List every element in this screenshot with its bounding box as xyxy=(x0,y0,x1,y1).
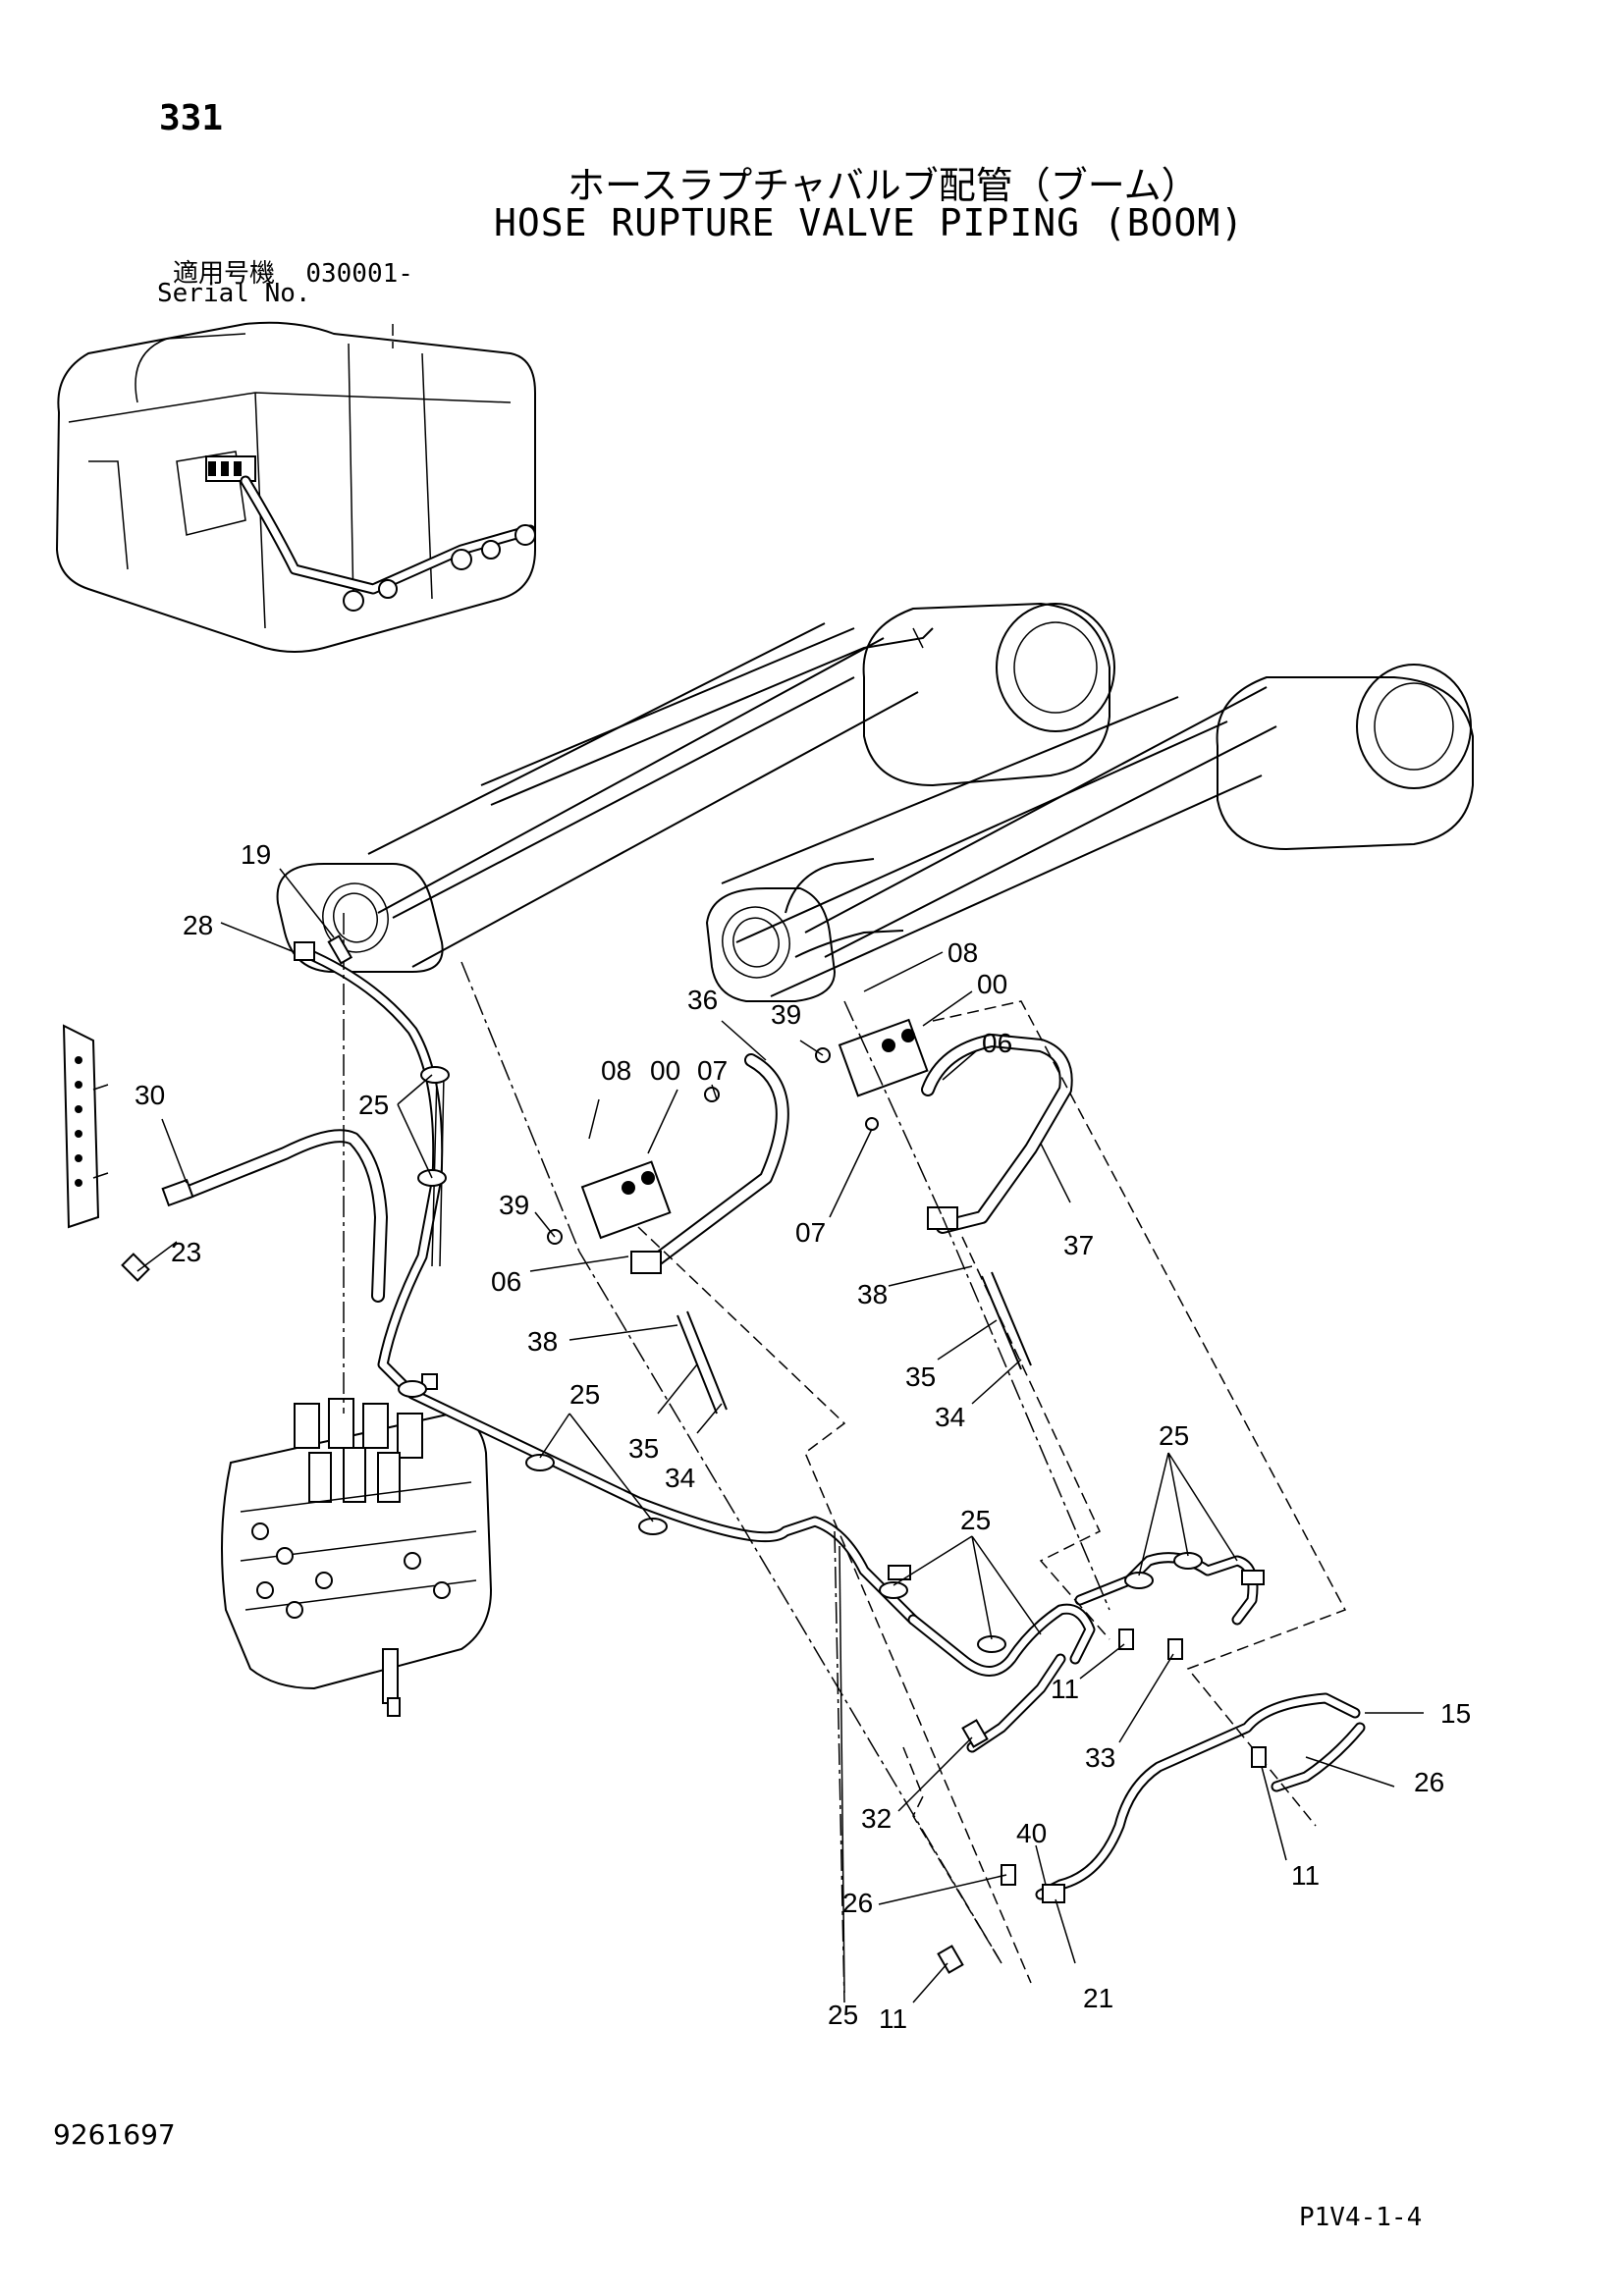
title-english: HOSE RUPTURE VALVE PIPING (BOOM) xyxy=(494,201,1245,244)
callout-15: 15 xyxy=(1440,1698,1471,1729)
reference-code: P1V4-1-4 xyxy=(1299,2203,1423,2232)
callout-35-left: 35 xyxy=(628,1433,659,1464)
title-japanese: ホースラプチャバルブ配管（ブーム） xyxy=(568,164,1199,207)
callout-06-right: 06 xyxy=(982,1028,1012,1058)
hose-lines xyxy=(161,946,1366,1900)
callout-08-left: 08 xyxy=(601,1055,631,1086)
callout-33: 33 xyxy=(1085,1742,1115,1773)
callout-25-center: 25 xyxy=(960,1505,991,1535)
callout-07-right: 07 xyxy=(795,1217,826,1248)
callout-38-left: 38 xyxy=(527,1326,558,1357)
serial-label-jp: 適用号機 030001- xyxy=(173,253,413,290)
callout-labels: 19 28 30 23 25 08 00 07 36 39 08 00 06 3… xyxy=(135,839,1471,2034)
callout-39-left: 39 xyxy=(499,1190,529,1220)
rods xyxy=(677,1271,1032,1415)
valve-block-right xyxy=(838,1018,958,1230)
callout-06-left: 06 xyxy=(491,1266,521,1297)
machine-overview-sketch xyxy=(55,321,536,653)
callout-21: 21 xyxy=(1083,1983,1113,2013)
control-valve-assembly xyxy=(221,1398,493,1717)
callout-07-left: 07 xyxy=(697,1055,728,1086)
callout-11-right: 11 xyxy=(1291,1860,1320,1891)
boom-cylinder-rear xyxy=(276,602,1115,973)
serial-value: 030001- xyxy=(305,259,413,289)
callout-11-center: 11 xyxy=(1051,1674,1079,1704)
center-lines xyxy=(343,913,1347,2003)
callout-19: 19 xyxy=(241,839,271,870)
document-number: 9261697 xyxy=(53,2118,176,2151)
page-number: 331 xyxy=(159,98,224,138)
callout-37: 37 xyxy=(1063,1230,1094,1260)
fittings xyxy=(121,934,1267,1974)
callout-26-left: 26 xyxy=(842,1888,873,1918)
callout-34-left: 34 xyxy=(665,1463,695,1493)
callout-30: 30 xyxy=(135,1080,165,1110)
callout-28: 28 xyxy=(183,910,213,940)
valve-block-left xyxy=(580,1160,672,1274)
clamps xyxy=(398,1066,1203,1653)
callout-32: 32 xyxy=(861,1803,892,1834)
callout-25-bottom: 25 xyxy=(828,2000,858,2030)
serial-label-en: Serial No. xyxy=(157,279,311,308)
callout-11-bottom: 11 xyxy=(879,2003,907,2034)
callout-26-right: 26 xyxy=(1414,1767,1444,1797)
callout-00-left: 00 xyxy=(650,1055,680,1086)
callout-25-right: 25 xyxy=(1159,1420,1189,1451)
callout-25-top: 25 xyxy=(358,1090,389,1120)
callout-40: 40 xyxy=(1016,1818,1047,1848)
callout-35-right: 35 xyxy=(905,1362,936,1392)
callout-36: 36 xyxy=(687,985,718,1015)
boom-cylinder-front xyxy=(705,664,1474,1002)
callout-38-right: 38 xyxy=(857,1279,888,1309)
callout-34-right: 34 xyxy=(935,1402,965,1432)
serial-label-jp-text: 適用号機 xyxy=(173,259,276,289)
callout-00-right: 00 xyxy=(977,969,1007,999)
callout-25-mid: 25 xyxy=(569,1379,600,1410)
left-bracket xyxy=(62,1024,109,1229)
leader-lines xyxy=(136,868,1424,2003)
callout-39-top: 39 xyxy=(771,999,801,1030)
callout-23: 23 xyxy=(171,1237,201,1267)
callout-08-right: 08 xyxy=(947,937,978,968)
